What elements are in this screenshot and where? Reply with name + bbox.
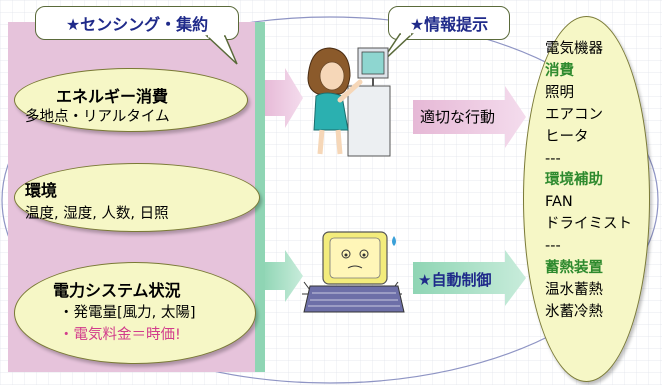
arrow-sensing-to-control [262,250,303,302]
sensing-panel-edge [255,22,265,372]
device-list-heading: 環境補助 [545,172,603,189]
sensor-energy-detail: 多地点・リアルタイム [25,109,170,125]
device-list-item: ドライミスト [545,216,632,233]
arrow-info-to-devices [413,86,526,148]
device-list-ellipse [523,16,650,382]
device-list-item: 電気機器 [545,41,603,57]
sensor-power-title: 電力システム状況 [53,281,181,300]
device-list-item: --- [545,238,561,255]
device-list-item: ヒータ [545,128,589,145]
device-list-item: 照明 [545,84,574,101]
sensor-power-generation: ・発電量[風力, 太陽] [59,305,196,321]
sensor-environment-ellipse: 環境 温度, 湿度, 人数, 日照 [14,163,260,232]
sensor-environment-detail: 温度, 湿度, 人数, 日照 [25,206,169,222]
arrow-control-to-devices [413,250,526,306]
sensor-power-system-ellipse: 電力システム状況 ・発電量[風力, 太陽] ・電気料金＝時価! [14,262,256,364]
device-list-item: 温水蓄熱 [545,281,603,298]
callout-sensing-tail [205,34,238,65]
sensor-environment-title: 環境 [25,181,58,200]
device-list-item: FAN [545,194,573,211]
callout-sensing: ★センシング・集約 [35,6,239,40]
device-list-item: エアコン [545,106,603,123]
sensor-energy-ellipse: エネルギー消費 多地点・リアルタイム [14,68,248,132]
system-boundary-ellipse [1,16,659,384]
arrow-sensing-to-info [262,68,303,128]
sensor-energy-title: エネルギー消費 [56,87,169,106]
person-terminal-illustration [307,47,391,157]
device-list-heading: 消費 [545,62,574,79]
computer-character-illustration [302,231,405,313]
sensor-power-price: ・電気料金＝時価! [59,327,181,343]
label-appropriate-action: 適切な行動 [420,108,496,126]
label-auto-control: ★自動制御 [418,271,492,289]
callout-info: ★情報提示 [388,6,510,40]
device-list-heading: 蓄熱装置 [545,260,603,276]
device-list-item: 氷蓄冷熱 [545,303,603,320]
device-list-item: --- [545,150,561,167]
